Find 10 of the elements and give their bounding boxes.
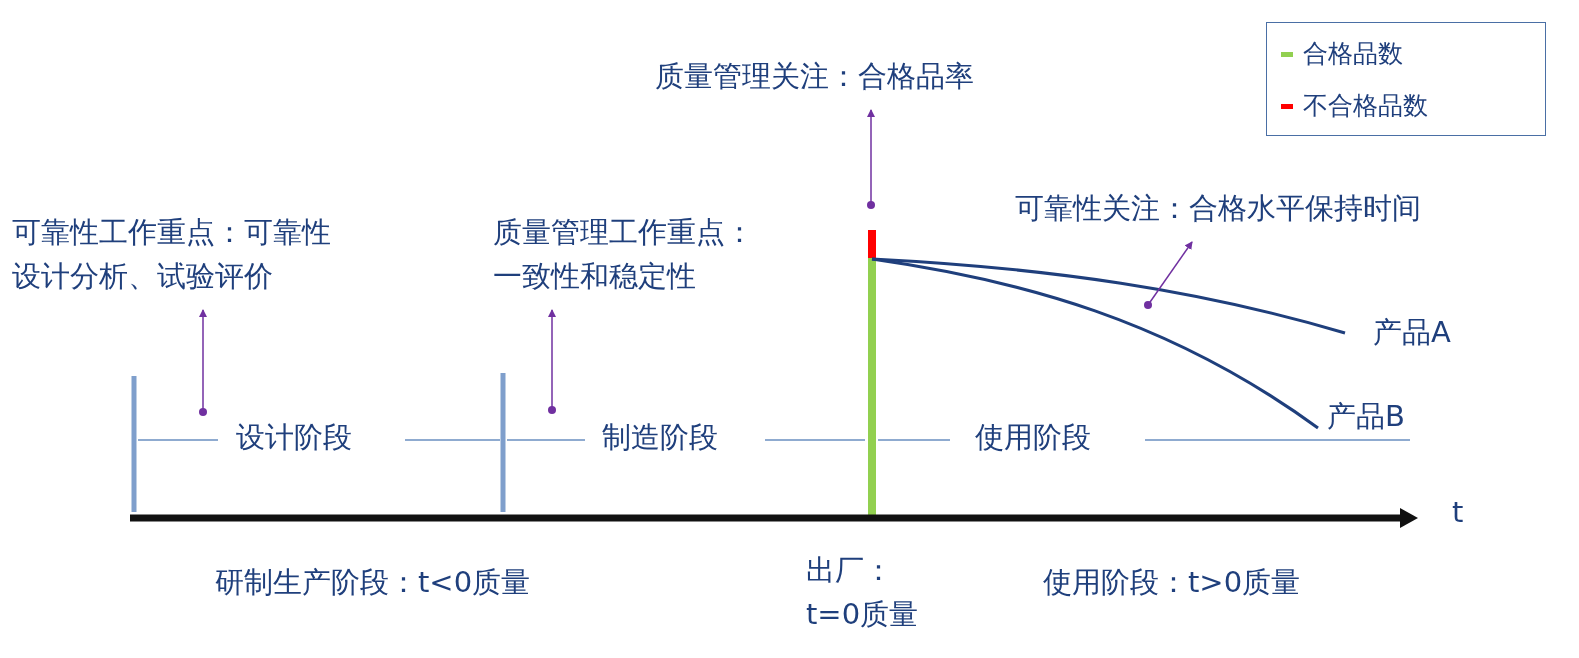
legend-text: 不合格品数	[1303, 90, 1428, 122]
arrow	[1144, 241, 1193, 309]
annotation-text: 质量管理工作重点：一致性和稳定性	[493, 214, 755, 295]
arrow	[548, 309, 556, 414]
legend-text: 合格品数	[1303, 38, 1403, 70]
annotation-text: 可靠性工作重点：可靠性设计分析、试验评价	[12, 214, 332, 295]
arrow	[199, 309, 207, 416]
annotation-text: 质量管理关注：合格品率	[655, 58, 975, 95]
arrow	[867, 109, 875, 209]
annotation-text: 可靠性关注：合格水平保持时间	[1015, 190, 1422, 227]
